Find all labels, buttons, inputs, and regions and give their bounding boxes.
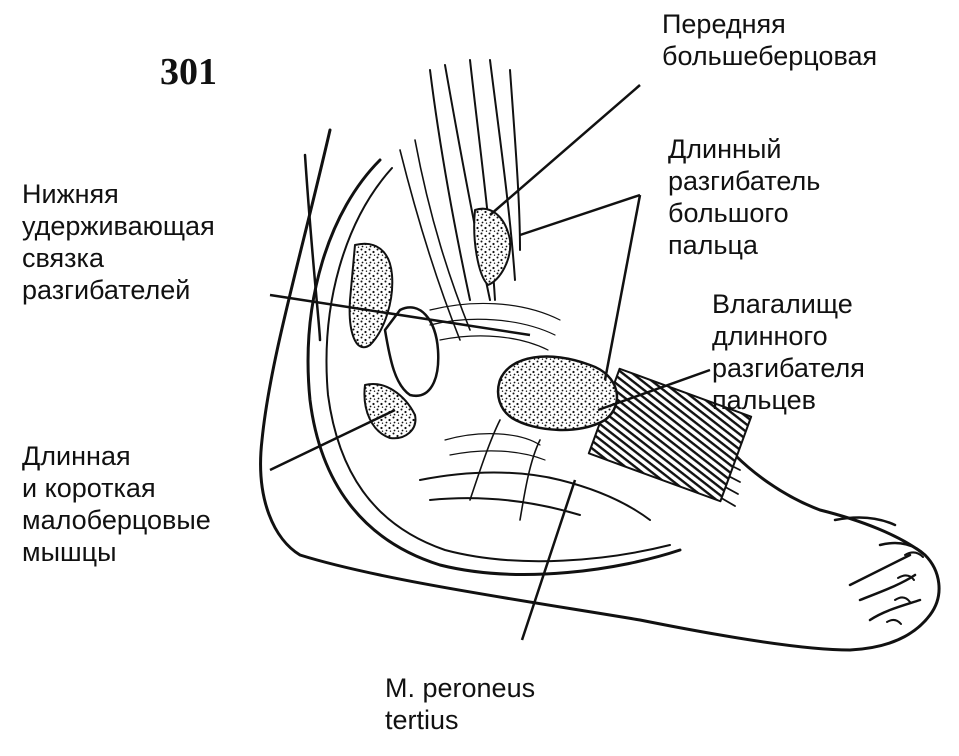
leader-peroneus-tertius [520, 479, 577, 641]
toenails [886, 551, 924, 625]
label-line: разгибателя [712, 353, 865, 383]
leader-peroneus [269, 408, 396, 472]
label-line: мышцы [22, 537, 117, 567]
stippled-tendon-left [348, 242, 394, 349]
retinaculum-band [306, 158, 682, 576]
label-line: Нижняя [22, 179, 119, 209]
label-peroneus-longus-brevis: Длинная и короткая малоберцовые мышцы [22, 440, 211, 568]
label-line: разгибателей [22, 275, 191, 305]
label-line: и короткая [22, 473, 156, 503]
toes-outline [833, 516, 927, 622]
stippled-sheath-oval [496, 355, 619, 432]
talus [383, 306, 440, 398]
calcaneus-lines [419, 471, 651, 521]
shin-line [303, 153, 322, 342]
label-line: Передняя [662, 9, 786, 39]
label-line: M. peroneus [385, 673, 536, 703]
label-tibialis-anterior: Передняя большеберцовая [662, 8, 877, 72]
leader-ext-hallucis-a [519, 193, 641, 237]
figure-number: 301 [160, 51, 217, 93]
tendon-lines [429, 59, 521, 301]
label-inferior-retinaculum: Нижняя удерживающая связка разгибателей [22, 178, 215, 306]
label-line: Длинный [668, 134, 782, 164]
label-line: малоберцовые [22, 505, 211, 535]
label-ext-hallucis-longus: Длинный разгибатель большого пальца [668, 133, 820, 261]
label-line: пальцев [712, 385, 816, 415]
leader-ext-hallucis-b [603, 194, 642, 381]
label-peroneus-tertius: M. peroneus tertius [385, 672, 535, 736]
label-line: удерживающая [22, 211, 215, 241]
label-line: разгибатель [668, 166, 821, 196]
leader-retinaculum [269, 293, 531, 337]
leader-sheath [597, 368, 711, 412]
label-line: Влагалище [712, 289, 853, 319]
label-line: связка [22, 243, 104, 273]
leader-tibialis [489, 84, 641, 216]
label-line: tertius [385, 705, 459, 735]
label-ext-digitorum-sheath: Влагалище длинного разгибателя пальцев [712, 288, 865, 416]
label-line: Длинная [22, 441, 131, 471]
label-line: большеберцовая [662, 41, 878, 71]
label-line: длинного [712, 321, 828, 351]
label-line: пальца [668, 230, 758, 260]
stippled-tibialis [473, 207, 512, 286]
label-line: большого [668, 198, 789, 228]
leg-outline [259, 128, 941, 652]
